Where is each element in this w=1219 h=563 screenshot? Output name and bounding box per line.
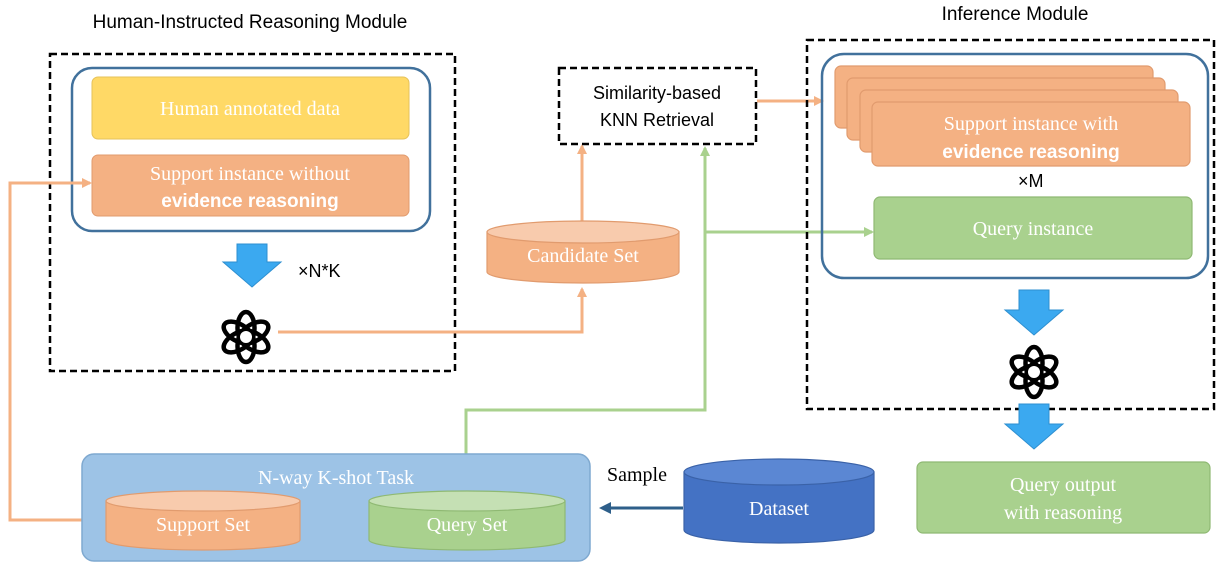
candidate-set-label: Candidate Set bbox=[527, 245, 639, 267]
inference-module-title: Inference Module bbox=[942, 4, 1089, 25]
inference-module-frame bbox=[805, 38, 1216, 411]
down-arrow-icon bbox=[1003, 403, 1065, 450]
sample-label: Sample bbox=[607, 464, 667, 486]
reasoning-module-frame bbox=[48, 52, 457, 373]
dataset-label: Dataset bbox=[749, 498, 809, 520]
support-with-label-line2: evidence reasoning bbox=[942, 142, 1119, 163]
support-set-label: Support Set bbox=[156, 514, 250, 536]
query-output-box bbox=[916, 461, 1211, 534]
support-without-label-line2: evidence reasoning bbox=[161, 191, 338, 212]
arrow-logo-to-candidate bbox=[278, 287, 587, 334]
query-output-line1: Query output bbox=[1010, 474, 1117, 496]
knn-retrieval-line2: KNN Retrieval bbox=[600, 110, 714, 130]
human-annotated-data-label: Human annotated data bbox=[160, 98, 340, 120]
nk-multiplier: ×N*K bbox=[298, 261, 341, 281]
support-without-label-line1: Support instance without bbox=[150, 163, 350, 185]
down-arrow-icon bbox=[221, 243, 283, 288]
support-with-label-line1: Support instance with bbox=[944, 113, 1118, 135]
reasoning-module-title: Human-Instructed Reasoning Module bbox=[93, 12, 408, 33]
support-with-reasoning-box bbox=[871, 101, 1191, 167]
down-arrow-icon bbox=[1003, 289, 1065, 336]
support-set-cylinder bbox=[105, 490, 301, 551]
inference-inner-frame bbox=[820, 52, 1210, 280]
llm-logo-icon bbox=[1009, 344, 1059, 400]
query-set-label: Query Set bbox=[427, 514, 508, 536]
arrow-queryset-to-retrieval bbox=[464, 146, 710, 492]
candidate-set-cylinder bbox=[486, 220, 680, 284]
reasoning-inner-frame bbox=[70, 66, 432, 233]
arrow-supportset-to-reasoning bbox=[8, 178, 106, 522]
query-output-line2: with reasoning bbox=[1004, 502, 1122, 524]
llm-logo-icon bbox=[221, 309, 271, 365]
support-without-reasoning-box bbox=[91, 154, 410, 217]
dataset-cylinder bbox=[683, 458, 875, 544]
m-multiplier: ×M bbox=[1018, 171, 1044, 191]
task-title: N-way K-shot Task bbox=[258, 467, 414, 489]
knn-retrieval-line1: Similarity-based bbox=[593, 83, 721, 103]
query-set-cylinder bbox=[368, 490, 566, 551]
query-instance-box bbox=[873, 196, 1193, 260]
query-instance-label: Query instance bbox=[973, 218, 1094, 240]
knn-retrieval-box bbox=[557, 66, 758, 146]
human-annotated-data-box bbox=[91, 76, 410, 140]
